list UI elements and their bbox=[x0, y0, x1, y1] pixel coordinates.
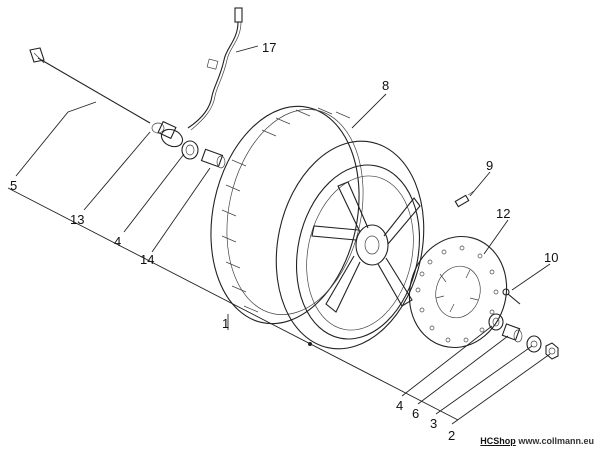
callout-4-left: 4 bbox=[114, 234, 121, 249]
valve-part bbox=[454, 190, 475, 208]
speedo-cable-part bbox=[187, 7, 243, 131]
callout-14: 14 bbox=[140, 252, 154, 267]
callout-3: 3 bbox=[430, 416, 437, 431]
shop-website: www.collmann.eu bbox=[518, 436, 594, 446]
axle-part bbox=[29, 47, 151, 124]
speedo-drive-part bbox=[151, 120, 184, 148]
callout-1: 1 bbox=[222, 316, 229, 331]
callout-8: 8 bbox=[382, 78, 389, 93]
spacer-part bbox=[200, 148, 226, 169]
callout-4-right: 4 bbox=[396, 398, 403, 413]
callout-6: 6 bbox=[412, 406, 419, 421]
callout-2: 2 bbox=[448, 428, 455, 443]
shop-name: HCShop bbox=[480, 436, 516, 446]
callout-13: 13 bbox=[70, 212, 84, 227]
brake-disc-part bbox=[408, 235, 508, 349]
rim-part bbox=[295, 164, 421, 340]
spacer-right-part bbox=[501, 323, 523, 343]
nut-part bbox=[545, 342, 559, 360]
callout-5: 5 bbox=[10, 178, 17, 193]
tire-part bbox=[210, 105, 425, 350]
callout-10: 10 bbox=[544, 250, 558, 265]
callout-17: 17 bbox=[262, 40, 276, 55]
bearing-left-part bbox=[181, 140, 199, 160]
footer-credit: HCShop www.collmann.eu bbox=[480, 436, 594, 446]
bearing-right-part bbox=[488, 313, 504, 331]
washer-part bbox=[526, 335, 542, 353]
leader-lines bbox=[15, 45, 551, 425]
callout-9: 9 bbox=[486, 158, 493, 173]
screw-part bbox=[502, 288, 521, 305]
callout-12: 12 bbox=[496, 206, 510, 221]
